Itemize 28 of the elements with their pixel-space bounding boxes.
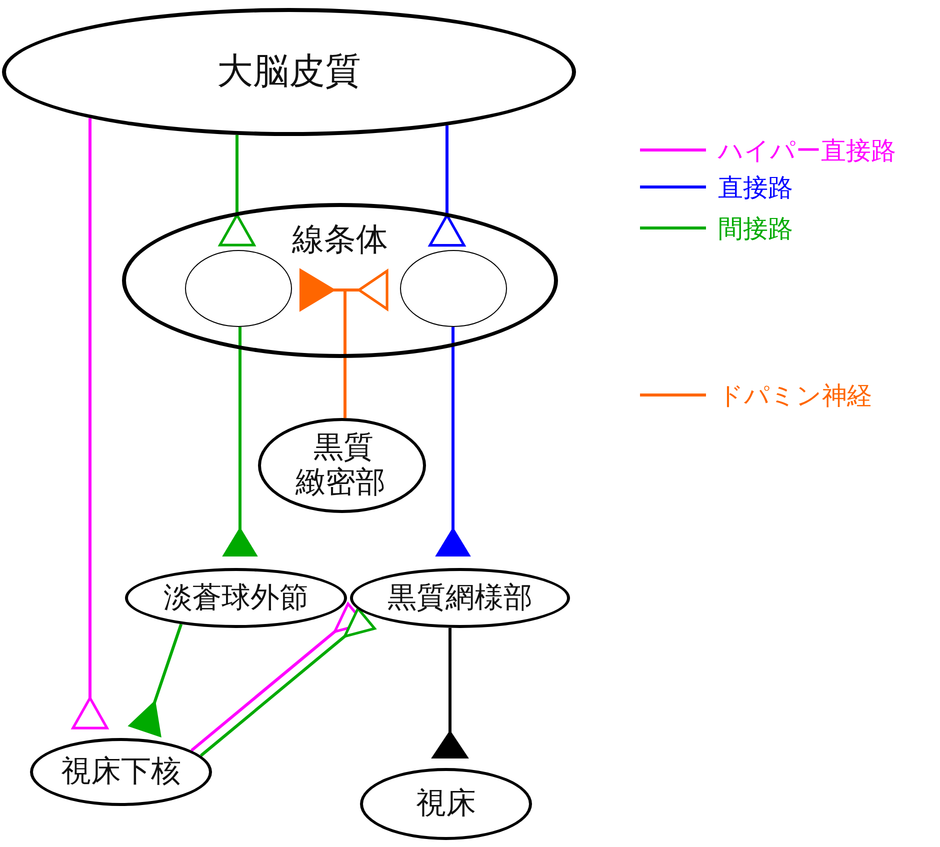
synapse-arrow xyxy=(428,125,466,247)
region-ellipse xyxy=(125,568,347,628)
region-label: 黒質網様部 xyxy=(388,581,532,615)
legend-label: ハイパー直接路 xyxy=(718,135,896,167)
synapse-arrow xyxy=(436,327,470,557)
region-label: 視床 xyxy=(416,786,476,822)
legend-label: 間接路 xyxy=(718,213,793,245)
region-label: 黒質緻密部 xyxy=(296,431,386,500)
region-ellipse xyxy=(350,568,570,628)
synapse-arrow xyxy=(200,607,376,757)
synapse-arrow xyxy=(72,118,108,730)
region-ellipse xyxy=(258,418,426,513)
region-ellipse xyxy=(122,203,558,358)
synapse-arrow xyxy=(218,134,256,246)
legend-label: ドパミン神経 xyxy=(718,380,872,412)
neuron-circle xyxy=(185,250,292,327)
synapse-arrow xyxy=(222,326,258,557)
region-label: 大脳皮質 xyxy=(217,51,361,93)
synapse-arrow xyxy=(128,624,183,738)
region-ellipse xyxy=(30,738,212,806)
region-ellipse xyxy=(360,768,532,840)
legend-label: 直接路 xyxy=(718,172,793,204)
region-label: 視床下核 xyxy=(61,754,181,790)
synapse-arrow xyxy=(432,628,468,759)
region-label: 淡蒼球外節 xyxy=(164,581,308,615)
neuron-circle xyxy=(400,250,507,327)
region-ellipse xyxy=(2,8,576,136)
region-label: 線条体 xyxy=(291,221,389,258)
